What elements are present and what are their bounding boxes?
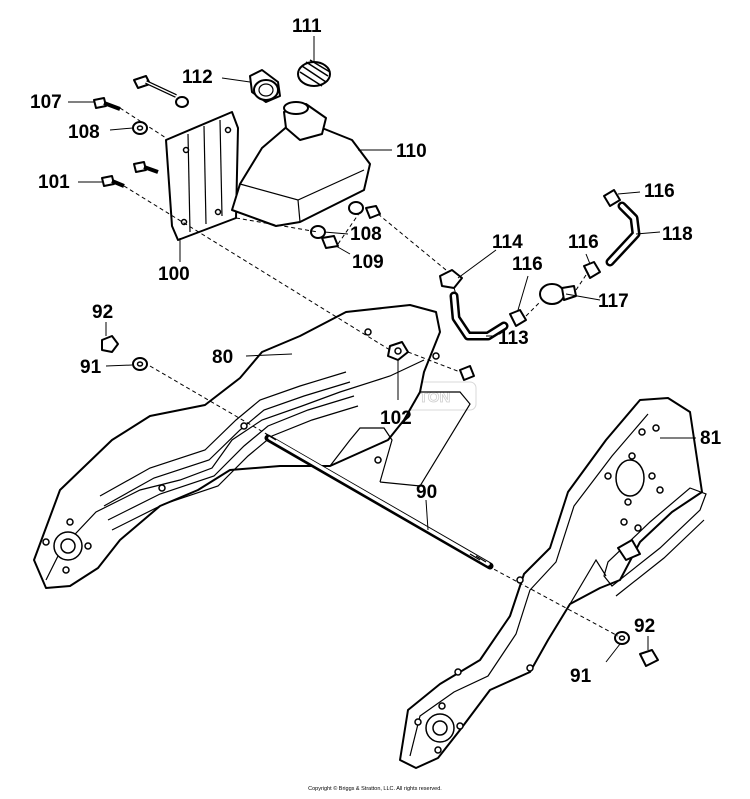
copyright-notice: Copyright © Briggs & Stratton, LLC. All … — [308, 786, 442, 792]
callout-92-left: 92 — [92, 302, 113, 323]
alignment-lines — [119, 107, 619, 637]
callout-116-top: 116 — [644, 181, 675, 202]
callout-116-right: 116 — [568, 232, 599, 253]
callout-112: 112 — [182, 67, 213, 88]
fuel-line-parts — [439, 189, 641, 341]
callout-109: 109 — [352, 252, 384, 273]
fuel-cap — [249, 69, 281, 103]
callout-111: 111 — [292, 16, 322, 37]
callout-108-right: 108 — [350, 224, 382, 245]
callout-92-right: 92 — [634, 616, 655, 637]
callout-116-middle: 116 — [512, 254, 543, 275]
callout-labels: 111 112 107 108 101 110 108 109 100 114 … — [30, 16, 722, 687]
callout-81: 81 — [700, 428, 722, 449]
callout-91-right: 91 — [570, 666, 592, 687]
callout-100: 100 — [158, 264, 190, 285]
callout-101: 101 — [38, 172, 70, 193]
hardware — [93, 75, 659, 667]
rod — [264, 433, 494, 570]
filter-screen — [297, 59, 331, 87]
callout-110: 110 — [396, 141, 427, 162]
callout-117: 117 — [598, 291, 629, 312]
callout-102: 102 — [380, 408, 412, 429]
callout-91-left: 91 — [80, 357, 102, 378]
callout-107: 107 — [30, 92, 62, 113]
tank-bracket — [165, 111, 239, 241]
fuel-tank — [231, 101, 371, 227]
callout-80: 80 — [212, 347, 233, 368]
callout-113: 113 — [498, 328, 529, 349]
callout-108-left: 108 — [68, 122, 100, 143]
callout-118: 118 — [662, 224, 693, 245]
callout-90: 90 — [416, 482, 437, 503]
leader-lines — [68, 36, 696, 663]
left-side-panel — [33, 304, 471, 589]
right-side-panel — [399, 397, 707, 769]
callout-114: 114 — [492, 232, 523, 253]
